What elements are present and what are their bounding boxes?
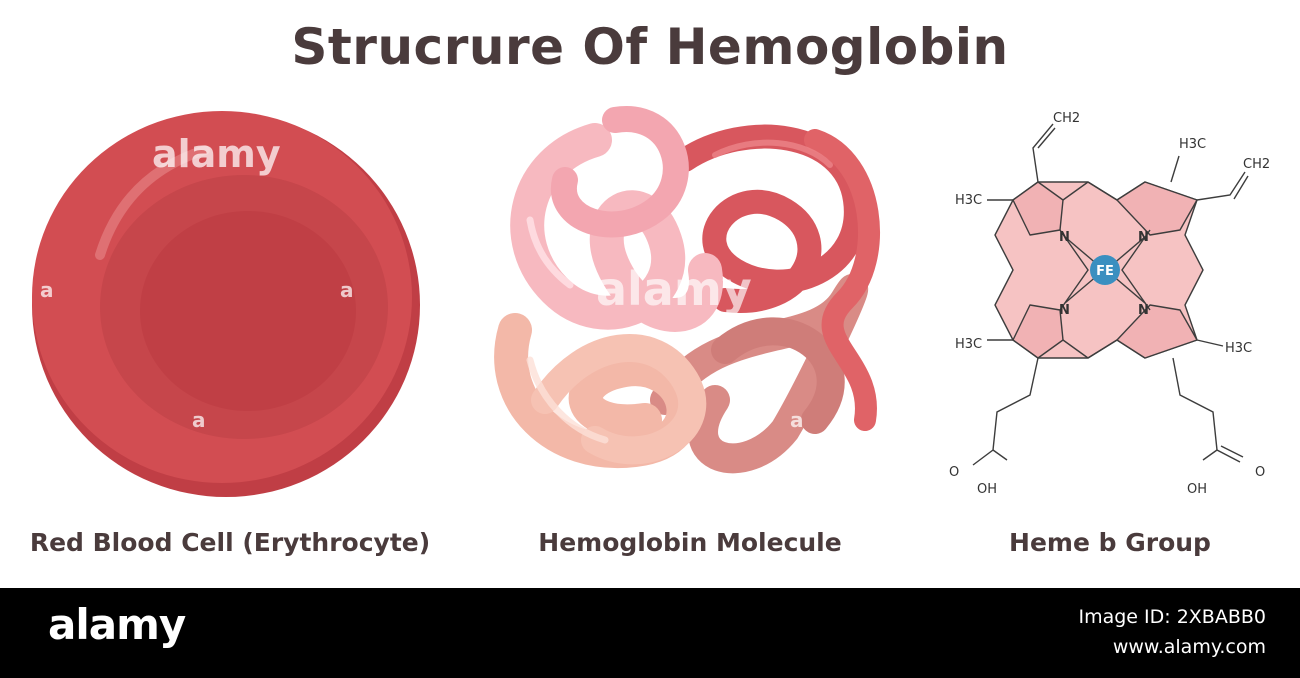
iron-atom <box>1090 255 1120 285</box>
hydroxyl-label-right: OH <box>1187 482 1207 497</box>
footer-site: www.alamy.com <box>1112 636 1266 658</box>
oxygen-label-right: O <box>1255 465 1265 480</box>
heme-b-structure: N N N N FE CH2 CH2 H3C H3C H3C H3C O OH … <box>949 111 1270 497</box>
iron-label: FE <box>1096 264 1114 279</box>
heme-group-caption: Heme b Group <box>1009 528 1211 557</box>
methyl-left-bottom-label: H3C <box>955 337 982 352</box>
stock-footer-bar: alamy Image ID: 2XBABB0 www.alamy.com <box>0 588 1300 678</box>
hemoglobin-molecule-caption: Hemoglobin Molecule <box>538 528 842 557</box>
nitrogen-label: N <box>1059 303 1070 318</box>
nitrogen-label: N <box>1059 230 1070 245</box>
footer-image-id: Image ID: 2XBABB0 <box>1078 606 1266 628</box>
red-blood-cell-caption: Red Blood Cell (Erythrocyte) <box>29 528 431 557</box>
methyl-right-bottom-label: H3C <box>1225 341 1252 356</box>
red-blood-cell-illustration <box>32 111 420 497</box>
nitrogen-label: N <box>1138 230 1149 245</box>
footer-image-info: Image ID: 2XBABB0 www.alamy.com <box>1078 602 1266 662</box>
footer-logo: alamy <box>48 600 186 649</box>
methyl-left-top-label: H3C <box>955 193 982 208</box>
vinyl-top-label: CH2 <box>1053 111 1080 126</box>
hydroxyl-label-left: OH <box>977 482 997 497</box>
hemoglobin-molecule-illustration <box>494 106 880 474</box>
page-title: Strucrure Of Hemoglobin <box>291 18 1009 76</box>
nitrogen-label: N <box>1138 303 1149 318</box>
oxygen-label-left: O <box>949 465 959 480</box>
methyl-top-right-label: H3C <box>1179 137 1206 152</box>
vinyl-right-label: CH2 <box>1243 157 1270 172</box>
